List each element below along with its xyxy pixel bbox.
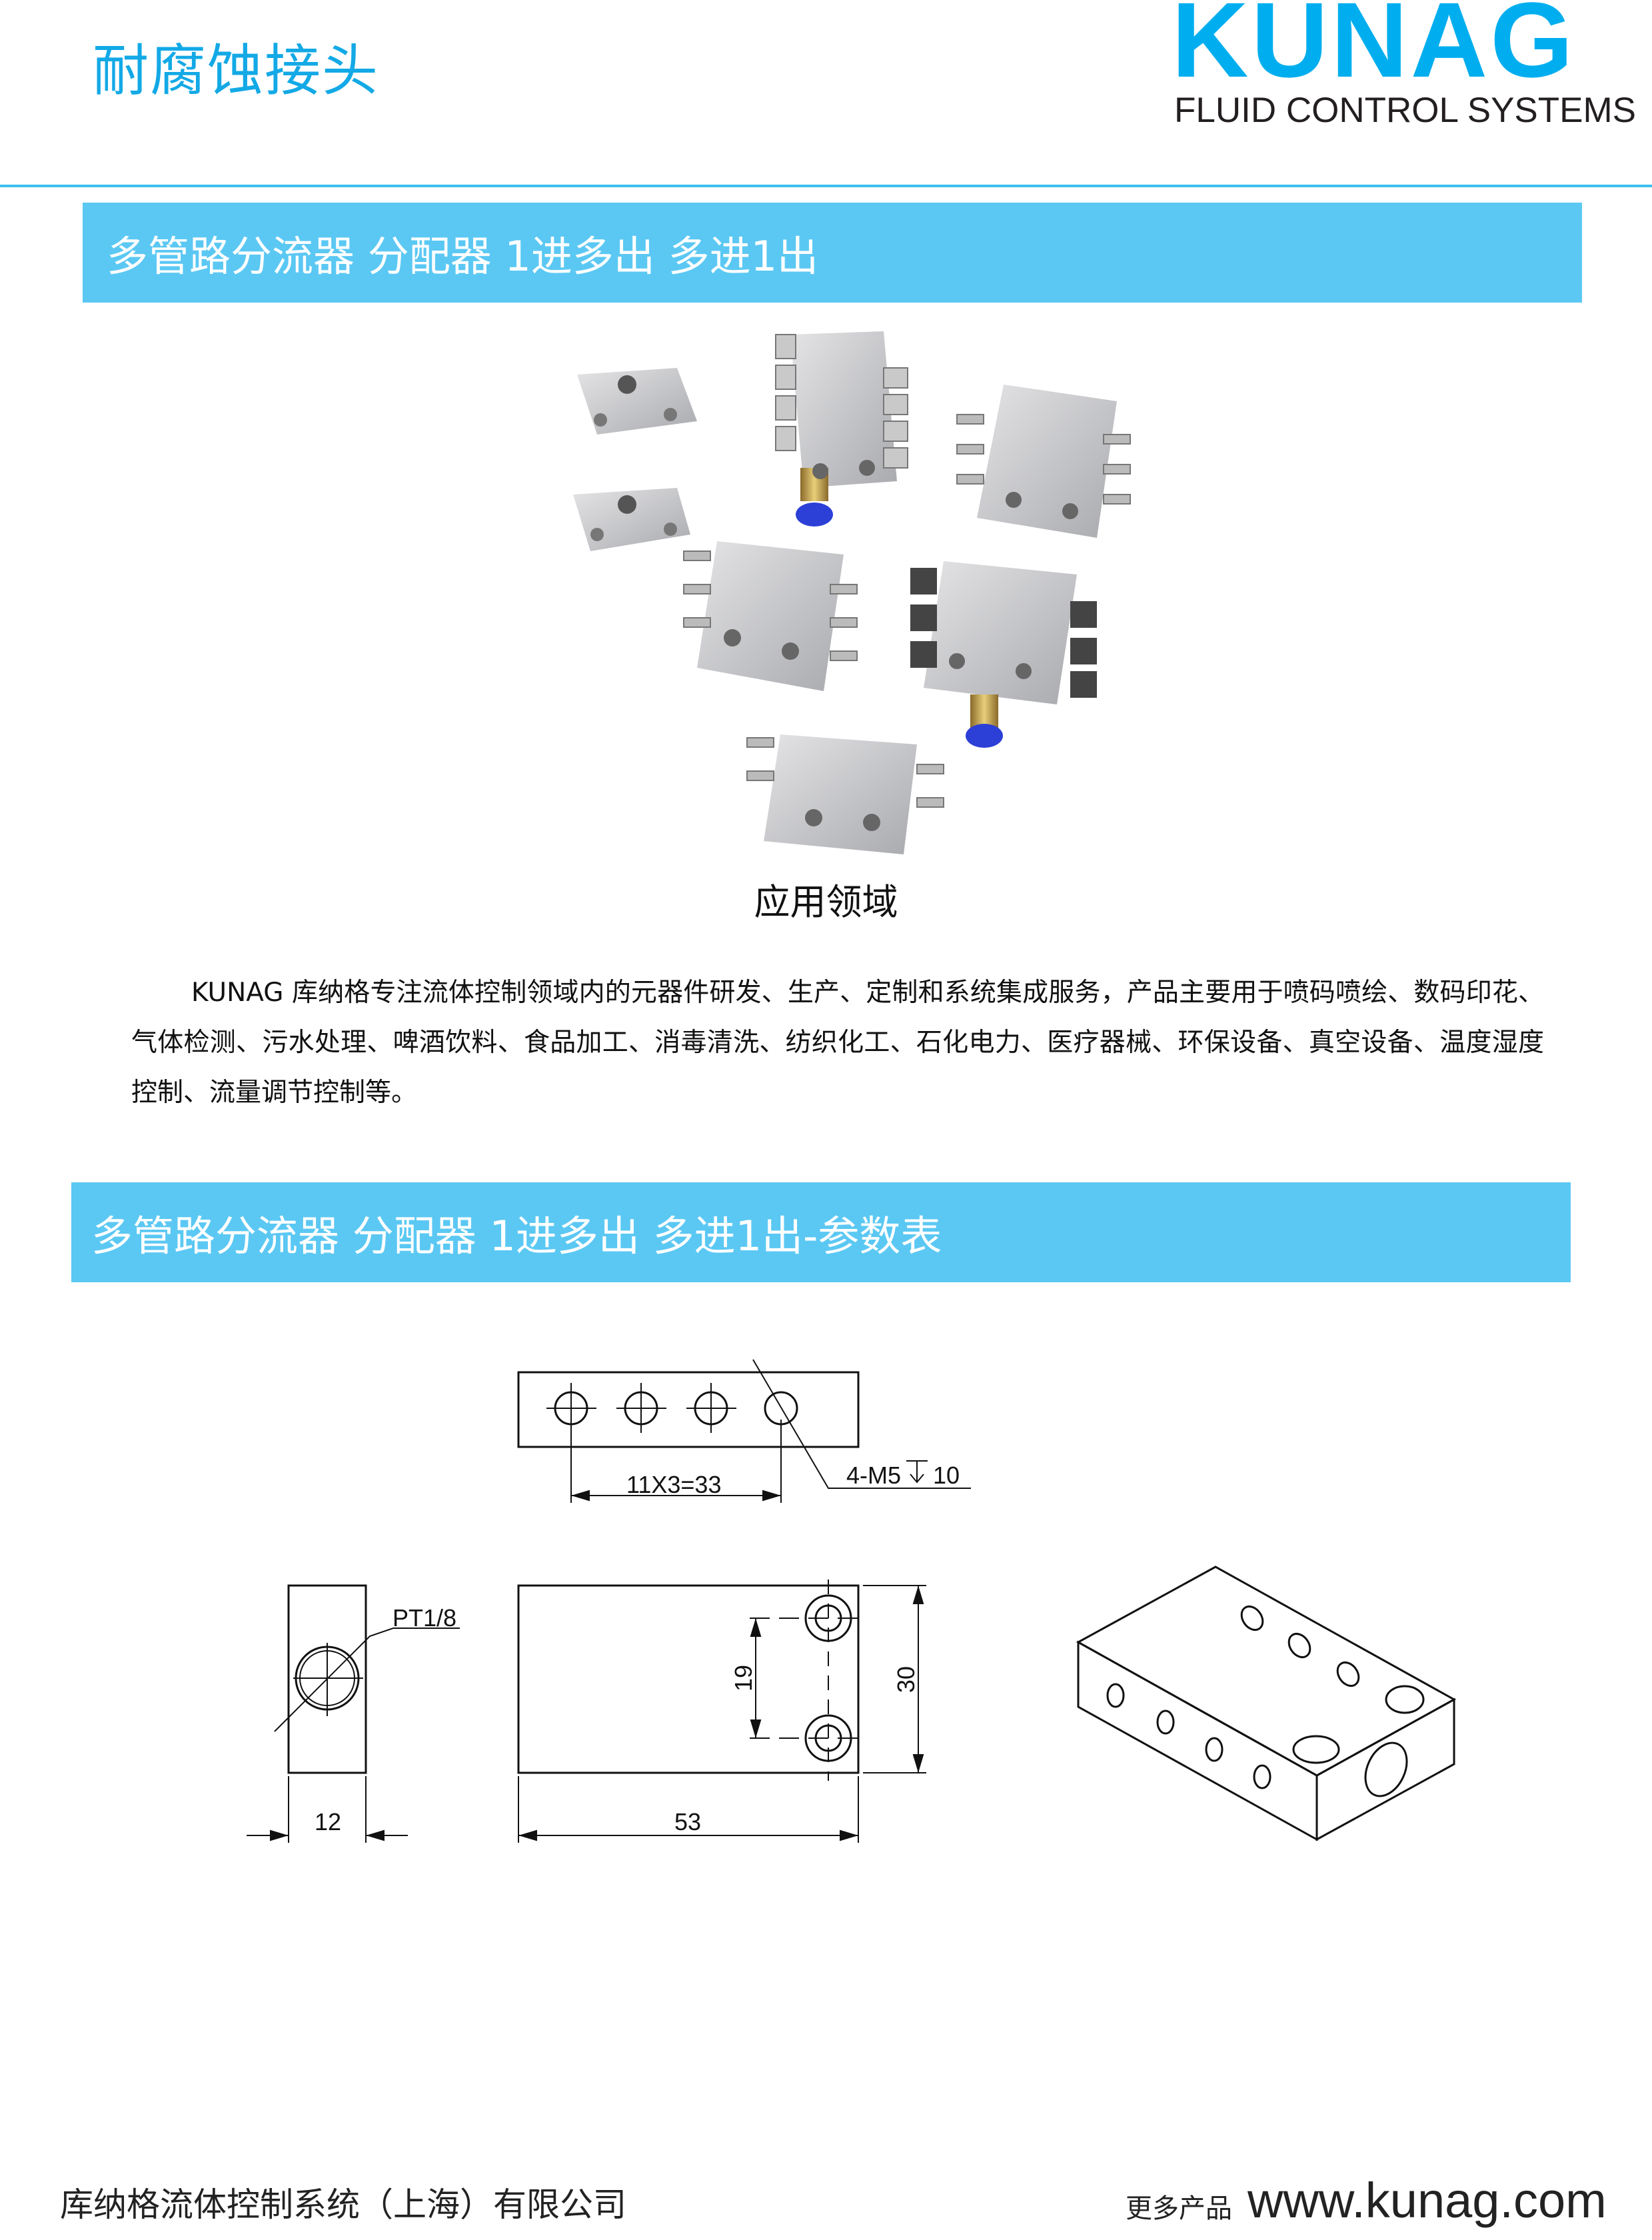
front-view <box>517 1580 926 1843</box>
dim-depth: 10 <box>933 1462 960 1489</box>
manifold-barbs-2 <box>683 541 858 691</box>
dim-spacing: 11X3=33 <box>626 1471 721 1498</box>
banner-title: 多管路分流器 分配器 1进多出 多进1出-参数表 <box>91 1212 942 1260</box>
dim-height: 30 <box>892 1666 920 1693</box>
section-banner-products: 多管路分流器 分配器 1进多出 多进1出 <box>83 203 1582 303</box>
footer-more-label: 更多产品 <box>1126 2193 1232 2224</box>
manifold-push-fittings <box>910 561 1097 748</box>
footer-company: 库纳格流体控制系统（上海）有限公司 <box>60 2185 626 2224</box>
manifold-barbs-3 <box>746 734 944 854</box>
thread-hole <box>546 1383 596 1503</box>
section-banner-specs: 多管路分流器 分配器 1进多出 多进1出-参数表 <box>71 1182 1571 1282</box>
brand-tagline: FLUID CONTROL SYSTEMS <box>1174 91 1637 130</box>
top-view <box>517 1359 971 1503</box>
leader-line <box>274 1628 460 1732</box>
dim-thread: 4-M5 <box>846 1462 901 1489</box>
intro-paragraph: KUNAG 库纳格专注流体控制领域内的元器件研发、生产、定制和系统集成服务，产品… <box>131 978 1544 1108</box>
page-title: 耐腐蚀接头 <box>93 38 380 103</box>
thread-hole <box>764 1391 798 1503</box>
header-divider <box>0 185 1652 187</box>
depth-symbol-icon <box>906 1460 928 1484</box>
application-heading: 应用领域 <box>754 881 898 923</box>
dim-hole-pitch: 19 <box>730 1665 757 1691</box>
manifold-barbs-1 <box>956 385 1131 538</box>
banner-title: 多管路分流器 分配器 1进多出 多进1出 <box>107 232 819 281</box>
isometric-view <box>1076 1566 1457 1841</box>
block-small-1 <box>577 368 697 435</box>
dim-port: PT1/8 <box>393 1604 456 1632</box>
manifold-brass-fittings <box>775 331 908 527</box>
block-small-2 <box>573 488 690 551</box>
brand-logo: KUNAG <box>1172 0 1576 99</box>
leader-line <box>752 1359 971 1489</box>
footer-website-link[interactable]: www.kunag.com <box>1247 2173 1607 2228</box>
thread-hole <box>686 1383 736 1433</box>
thread-hole <box>616 1383 666 1433</box>
dim-length: 53 <box>674 1808 701 1835</box>
product-photos <box>573 331 1131 854</box>
technical-drawing: 11X3=33 4-M5 10 PT1/8 12 53 19 30 <box>247 1359 1457 1843</box>
dim-width: 12 <box>315 1808 341 1835</box>
side-view <box>247 1584 460 1843</box>
